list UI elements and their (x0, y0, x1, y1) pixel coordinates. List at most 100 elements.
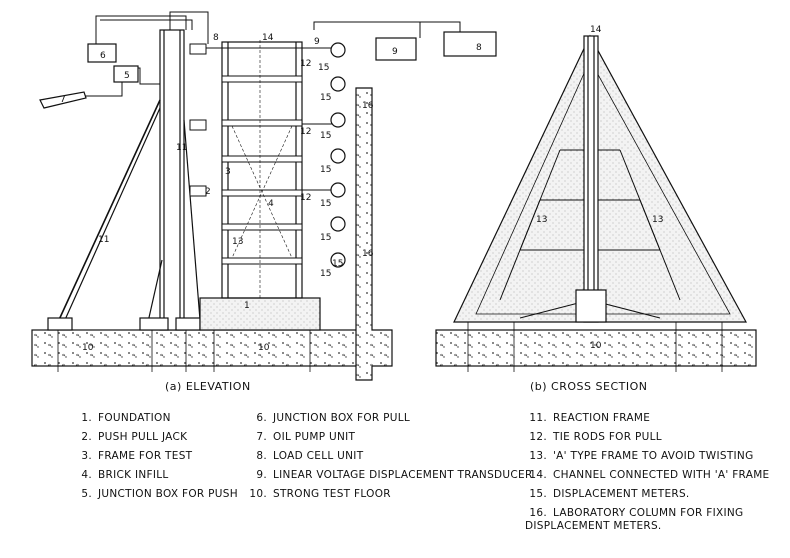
callout-box_9: 9 (392, 47, 398, 57)
section-floor (435, 329, 757, 367)
legend-number: 2. (81, 431, 92, 443)
legend-text: PUSH PULL JACK (98, 431, 188, 443)
legend-item-12: 12. TIE RODS FOR PULL (525, 431, 662, 444)
strong-test-floor (31, 329, 363, 367)
callout-15: 15 (320, 269, 331, 279)
callout-12: 12 (300, 127, 311, 137)
legend-number: 6. (256, 412, 267, 424)
caption-cross-section: (b) CROSS SECTION (530, 380, 648, 393)
legend-number: 10. (249, 488, 267, 500)
legend-item-7: 7. OIL PUMP UNIT (245, 431, 355, 444)
test-frame (221, 41, 303, 299)
callout-16: 16 (362, 249, 374, 259)
legend-text: CHANNEL CONNECTED WITH 'A' FRAME (553, 469, 770, 481)
load-cell-box (443, 31, 497, 57)
legend-item-2: 2. PUSH PULL JACK (70, 431, 187, 444)
callout-13: 13 (536, 215, 547, 225)
callout-11: 11 (98, 235, 109, 245)
callout-1: 1 (244, 301, 250, 311)
section-callouts: 14 13 13 10 (536, 25, 663, 351)
legend-item-15: 15. DISPLACEMENT METERS. (525, 488, 690, 501)
callout-14: 14 (262, 33, 274, 43)
callout-5: 5 (124, 71, 130, 81)
callout-15: 15 (320, 199, 331, 209)
callout-16: 16 (362, 101, 374, 111)
callout-12: 12 (300, 59, 311, 69)
legend-text: LINEAR VOLTAGE DISPLACEMENT TRANSDUCER (273, 469, 533, 481)
legend-text: FOUNDATION (98, 412, 171, 424)
legend-text: JUNCTION BOX FOR PUSH (98, 488, 238, 500)
legend-item-14: 14. CHANNEL CONNECTED WITH 'A' FRAME (525, 469, 770, 482)
legend-item-1: 1. FOUNDATION (70, 412, 171, 425)
legend-number: 5. (81, 488, 92, 500)
legend-item-11: 11. REACTION FRAME (525, 412, 650, 425)
legend-number: 9. (256, 469, 267, 481)
legend-number: 12. (529, 431, 547, 443)
legend-item-9: 9. LINEAR VOLTAGE DISPLACEMENT TRANSDUCER (245, 469, 533, 482)
legend-text: TIE RODS FOR PULL (553, 431, 662, 443)
caption-elevation: (a) ELEVATION (165, 380, 251, 393)
legend-item-8: 8. LOAD CELL UNIT (245, 450, 363, 463)
channel (583, 35, 599, 323)
elevation-view (31, 11, 497, 381)
callout-15: 15 (320, 165, 331, 175)
callout-14: 14 (590, 25, 602, 35)
callout-3: 3 (225, 167, 231, 177)
legend-text: JUNCTION BOX FOR PULL (273, 412, 411, 424)
legend-text: DISPLACEMENT METERS. (553, 488, 690, 500)
foundation (199, 297, 321, 331)
legend-number: 15. (529, 488, 547, 500)
callout-10: 10 (590, 341, 602, 351)
callout-13: 13 (232, 237, 243, 247)
junction-box-push (113, 65, 139, 83)
callout-15: 15 (320, 93, 331, 103)
lvdt-box (375, 37, 417, 61)
legend-item-3: 3. FRAME FOR TEST (70, 450, 192, 463)
callout-15: 15 (320, 131, 331, 141)
legend-item-6: 6. JUNCTION BOX FOR PULL (245, 412, 410, 425)
legend-number: 1. (81, 412, 92, 424)
callout-10: 10 (82, 343, 94, 353)
legend-number: 11. (529, 412, 547, 424)
legend-number: 4. (81, 469, 92, 481)
legend-item-10: 10. STRONG TEST FLOOR (245, 488, 391, 501)
callout-box_8: 8 (476, 43, 482, 53)
legend-text: STRONG TEST FLOOR (273, 488, 391, 500)
callout-15: 15 (320, 233, 331, 243)
cross-section-view (435, 34, 757, 372)
oil-pump-unit (39, 91, 87, 109)
callout-8: 8 (213, 33, 219, 43)
legend-text: LABORATORY COLUMN FOR FIXING DISPLACEMEN… (525, 507, 744, 532)
junction-box-pull (87, 43, 117, 63)
legend-text: OIL PUMP UNIT (273, 431, 356, 443)
callout-10: 10 (258, 343, 270, 353)
legend-item-4: 4. BRICK INFILL (70, 469, 169, 482)
callout-15: 15 (318, 63, 329, 73)
callout-9: 9 (314, 37, 320, 47)
displacement-meters (330, 42, 346, 268)
legend-number: 16. (529, 507, 547, 519)
callout-11: 11 (176, 143, 187, 153)
callout-4: 4 (268, 199, 274, 209)
legend-number: 14. (529, 469, 547, 481)
callout-7: 7 (60, 95, 66, 105)
callout-6: 6 (100, 51, 106, 61)
legend-item-13: 13. 'A' TYPE FRAME TO AVOID TWISTING (525, 450, 754, 463)
laboratory-column (355, 87, 393, 381)
legend-number: 7. (256, 431, 267, 443)
legend-text: REACTION FRAME (553, 412, 651, 424)
legend-number: 13. (529, 450, 547, 462)
callout-2: 2 (205, 187, 211, 197)
callout-13: 13 (652, 215, 663, 225)
legend-number: 3. (81, 450, 92, 462)
legend-item-5: 5. JUNCTION BOX FOR PUSH (70, 488, 238, 501)
legend-number: 8. (256, 450, 267, 462)
legend-text: BRICK INFILL (98, 469, 169, 481)
legend-text: 'A' TYPE FRAME TO AVOID TWISTING (553, 450, 754, 462)
legend-text: LOAD CELL UNIT (273, 450, 364, 462)
callout-12: 12 (300, 193, 311, 203)
legend-text: FRAME FOR TEST (98, 450, 193, 462)
